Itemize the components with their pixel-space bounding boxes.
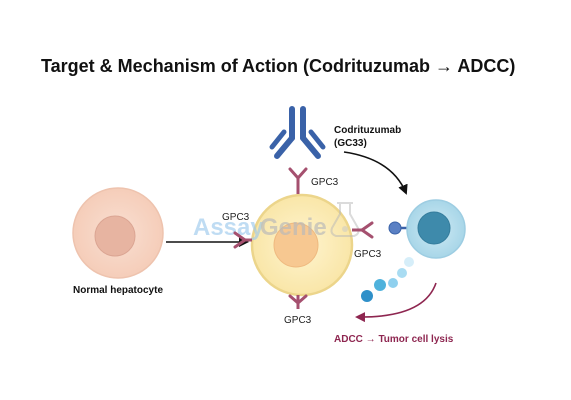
normal-hepatocyte-label: Normal hepatocyte [73, 285, 163, 296]
tumor-cell [250, 193, 354, 297]
gpc3-label-left: GPC3 [222, 212, 250, 223]
watermark: Assay Genie [193, 202, 360, 241]
normal-hepatocyte-cell [72, 187, 164, 279]
watermark-text-assay: Assay [193, 214, 264, 241]
curved-arrow-icon [343, 151, 408, 195]
nk-cell [388, 199, 466, 259]
adcc-arrow-icon [355, 282, 437, 323]
gpc3-receptor-right [352, 221, 374, 239]
gpc3-label-top: GPC3 [311, 177, 339, 188]
antibody-label-code: (GC33) [334, 138, 367, 149]
adcc-label: ADCC → Tumor cell lysis [334, 334, 454, 345]
flask-icon [330, 202, 360, 237]
diagram-title: Target & Mechanism of Action (Codrituzum… [41, 56, 516, 76]
antibody-label-name: Codrituzumab [334, 125, 401, 136]
gpc3-label-right: GPC3 [354, 249, 382, 260]
gpc3-label-bottom: GPC3 [284, 315, 312, 326]
codrituzumab-antibody [269, 106, 326, 159]
gpc3-receptor-bottom [288, 294, 308, 309]
cytotoxic-granules [361, 257, 414, 302]
watermark-text-genie: Genie [260, 214, 327, 241]
gpc3-receptor-left [233, 231, 252, 249]
gpc3-receptor-top [288, 167, 308, 194]
